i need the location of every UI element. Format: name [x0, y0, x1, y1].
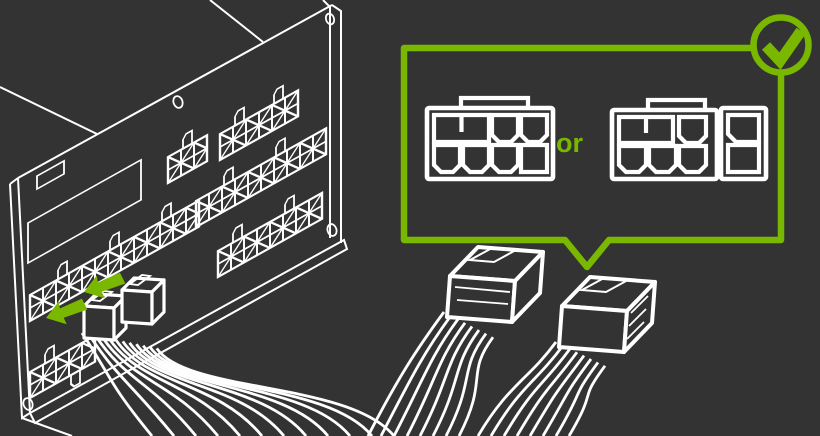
cable-strand	[87, 333, 176, 436]
socket-grid	[218, 84, 300, 162]
socket-grid	[194, 126, 328, 229]
arrow-icon	[84, 272, 126, 299]
cable-strand	[444, 332, 488, 436]
pin-cell	[725, 142, 762, 175]
cable-strand	[128, 342, 308, 436]
panel-right-edge-inner	[322, 0, 331, 238]
pin-cell	[518, 142, 550, 175]
cable-strand	[457, 336, 495, 436]
cable-strand	[528, 354, 586, 436]
connector-housing	[609, 107, 720, 182]
cable-strand	[489, 344, 565, 436]
chassis-top-ridge-left	[0, 86, 98, 135]
cable-strand	[392, 318, 460, 436]
plugged-power-cables	[80, 274, 396, 436]
pcie-power-cable-connectors	[366, 245, 657, 436]
cable-strand	[502, 347, 572, 436]
panel-left-edge-inner	[17, 177, 31, 414]
cable-strand	[418, 325, 474, 436]
connector-clip-tab	[458, 95, 531, 108]
socket-clip-tab	[44, 344, 55, 365]
socket-clip-tab	[182, 129, 193, 150]
psu-label-large	[27, 158, 142, 265]
cable-strand	[541, 358, 593, 436]
connector-6pin-diagram	[609, 97, 720, 182]
plugged-cable-connector	[82, 290, 128, 342]
pcie-plug-connector	[445, 245, 545, 324]
modular-socket-grids	[28, 84, 328, 400]
pin-cell	[431, 142, 463, 175]
chassis-bottom-edge	[21, 417, 73, 436]
cable-strand	[476, 341, 558, 436]
cable-bundle-left	[80, 332, 396, 436]
cable-strand	[554, 361, 600, 436]
socket-grid	[28, 333, 97, 400]
socket-grid	[28, 198, 201, 323]
socket-grid	[166, 129, 209, 185]
pin-cell	[460, 142, 492, 175]
pin-cell	[676, 114, 709, 146]
socket-clip-tab	[275, 136, 286, 157]
pin-cell	[676, 143, 709, 175]
cable-strand	[515, 351, 579, 436]
socket-clip-tab	[284, 194, 295, 215]
pin-cell	[489, 112, 521, 145]
socket-clip-tab	[273, 84, 284, 105]
pin-cell	[725, 112, 762, 145]
socket-grid	[216, 191, 324, 279]
plugged-cable-connector	[120, 274, 166, 326]
socket-clip-tab	[232, 223, 243, 244]
panel-right-edge-outer	[331, 4, 342, 243]
or-label: or	[556, 128, 583, 158]
panel-top-edge	[17, 4, 333, 179]
socket-clip-tab	[234, 106, 245, 127]
callout-border	[400, 44, 785, 271]
approved-connectors-callout: or	[400, 14, 812, 271]
cable-strand	[148, 346, 374, 436]
chassis-top-ridge-right	[209, 0, 264, 43]
socket-clip-tab	[70, 369, 81, 388]
pin-cell	[431, 112, 492, 145]
arrow-icon	[46, 298, 88, 325]
psu-label-small	[36, 159, 65, 191]
connector-clip-tab	[645, 97, 708, 110]
cable-strand	[379, 314, 453, 436]
cable-bundle-right	[366, 311, 607, 436]
checkmark-icon	[750, 14, 812, 76]
cable-strand	[405, 321, 467, 436]
screw-icon	[22, 12, 338, 411]
cable-strand	[80, 332, 154, 436]
pcie-plug-connector	[557, 275, 657, 354]
cable-strand	[114, 339, 264, 436]
connector-housing	[718, 105, 769, 182]
pin-cell	[518, 112, 550, 145]
pin-cell	[489, 142, 521, 175]
socket-clip-tab	[57, 259, 68, 280]
pin-cell	[616, 114, 676, 146]
cable-strand	[121, 340, 286, 436]
panel-bottom-edge	[29, 238, 349, 425]
cable-strand	[135, 343, 330, 436]
pin-cell	[646, 143, 679, 175]
cable-strand	[108, 337, 242, 436]
cable-strand	[101, 336, 220, 436]
socket-pointer-arrows	[46, 272, 126, 325]
cable-strand	[142, 344, 352, 436]
psu-back-panel	[0, 0, 349, 436]
pin-cell	[616, 143, 649, 175]
connector-2pin-diagram	[718, 105, 769, 182]
socket-clip-tab	[109, 230, 120, 251]
cable-strand	[567, 364, 607, 436]
cable-strand	[366, 311, 446, 436]
socket-clip-tab	[161, 201, 172, 222]
connector-housing	[424, 105, 556, 182]
panel-left-edge-outer	[9, 177, 31, 420]
cable-strand	[431, 329, 481, 436]
connector-8pin-diagram	[424, 95, 556, 182]
cable-strand	[155, 347, 396, 436]
socket-clip-tab	[223, 165, 234, 186]
cable-strand	[94, 335, 198, 436]
